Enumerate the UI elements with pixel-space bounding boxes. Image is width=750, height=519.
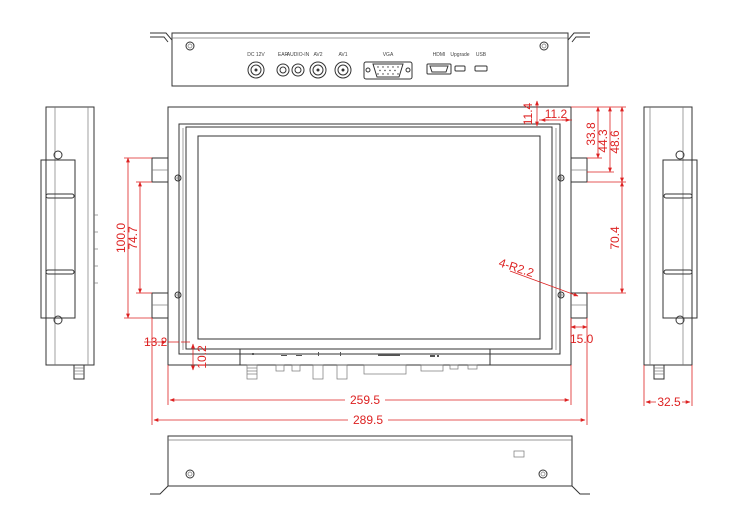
av2-label: AV2	[313, 52, 322, 58]
dim-74-7: 74.7	[126, 226, 140, 250]
dim-70-4: 70.4	[608, 226, 622, 250]
hdmi-port-icon	[426, 63, 452, 75]
dim-33-8: 33.8	[584, 122, 598, 146]
dim-48-6: 48.6	[608, 130, 622, 154]
right-mount-bracket	[571, 157, 588, 319]
left-mount-bracket	[151, 157, 168, 319]
upgrade-label: Upgrade	[450, 52, 469, 58]
dim-4-r2-2: 4-R2.2	[497, 256, 536, 281]
dimensions: 11.4 11.2 33.8 44.3 48.6 70.4 100.0 74.7…	[114, 100, 693, 427]
vga-label: VGA	[383, 52, 394, 58]
earphone-label: EAR	[278, 52, 289, 58]
dc-jack-icon	[247, 61, 265, 79]
dim-32-5: 32.5	[657, 395, 681, 409]
earphone-jack-icon	[276, 63, 290, 77]
audio-in-label: AUDIO-IN	[287, 52, 310, 58]
front-view	[151, 106, 588, 380]
dim-44-3: 44.3	[596, 129, 610, 153]
mounting-screws	[174, 174, 565, 299]
dim-11-2: 11.2	[545, 107, 568, 121]
right-side-view	[643, 106, 698, 380]
upgrade-port-icon	[454, 65, 466, 72]
vga-port-icon	[363, 61, 413, 80]
left-side-view	[40, 106, 98, 380]
usb-port-icon	[474, 65, 488, 72]
dc12v-label: DC 12V	[247, 52, 265, 58]
av1-jack-icon	[334, 61, 352, 79]
dim-289-5: 289.5	[353, 413, 383, 427]
av2-jack-icon	[309, 61, 327, 79]
bottom-view	[150, 435, 590, 495]
dim-13-2: 13.2	[144, 335, 168, 349]
dim-10-2: 10.2	[195, 345, 209, 369]
top-view: DC 12V EAR AUDIO-IN AV2 AV1 VGA HDMI Upg…	[150, 32, 590, 87]
dim-259-5: 259.5	[350, 393, 380, 407]
usb-label: USB	[476, 52, 487, 58]
audio-in-jack-icon	[291, 63, 305, 77]
dim-11-4: 11.4	[521, 102, 535, 125]
hdmi-label: HDMI	[433, 52, 446, 58]
bottom-port-strip	[239, 348, 491, 380]
av1-label: AV1	[338, 52, 347, 58]
dim-100-0: 100.0	[114, 223, 128, 253]
dim-15-0: 15.0	[570, 332, 594, 346]
